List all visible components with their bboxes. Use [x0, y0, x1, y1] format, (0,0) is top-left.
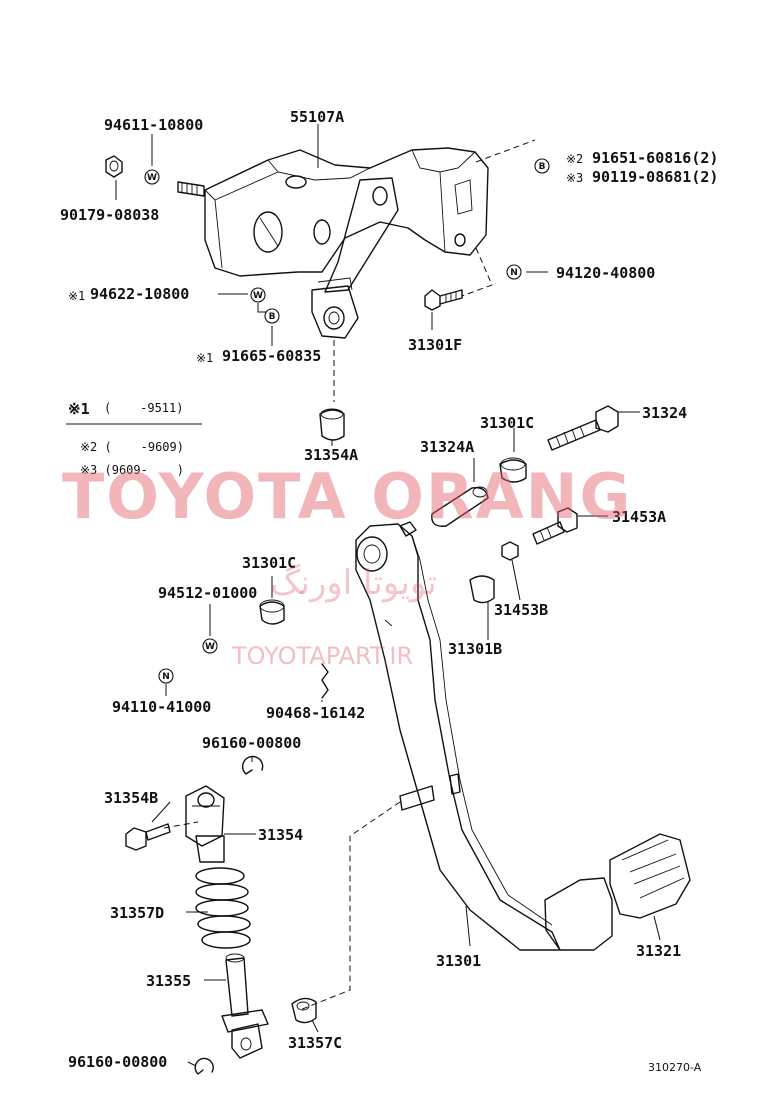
svg-text:B: B: [269, 312, 276, 322]
svg-text:B: B: [539, 162, 546, 172]
pedal-pad-31321: [609, 833, 691, 919]
svg-text:W: W: [253, 291, 263, 301]
label-31321: 31321: [636, 942, 681, 960]
bolt-31324: [547, 405, 619, 451]
part-labels: 55107A 94611-10800 90179-08038 ※2 91651-…: [60, 108, 718, 1071]
label-94512-01000: 94512-01000: [158, 584, 257, 602]
mark-1a: ※1: [68, 289, 85, 303]
label-90179-08038: 90179-08038: [60, 206, 159, 224]
watermark-persian: تویوتا اورنگ: [270, 563, 437, 603]
bolt-31453A: [532, 507, 578, 545]
applicability-notes: ※1 ( -9511) ※2 ( -9609) ※3 (9609- ): [66, 400, 202, 477]
clip-96160-bottom: [194, 1057, 214, 1075]
bushing-31301B: [469, 575, 495, 604]
svg-text:W: W: [147, 173, 157, 183]
leader-lines: [115, 124, 661, 1067]
label-31301F: 31301F: [408, 336, 462, 354]
label-31355: 31355: [146, 972, 191, 990]
label-90468-16142: 90468-16142: [266, 704, 365, 722]
label-90119-08681: 90119-08681(2): [592, 168, 718, 186]
clip-96160-top: [241, 755, 264, 775]
label-31357C: 31357C: [288, 1034, 342, 1052]
label-31301: 31301: [436, 952, 481, 970]
label-91665-60835: 91665-60835: [222, 347, 321, 365]
pedal-support-bracket: [177, 147, 489, 339]
svg-text:N: N: [510, 268, 518, 278]
spring-31357D: [195, 867, 251, 949]
bolt-31301F: [424, 289, 463, 311]
label-31301B: 31301B: [448, 640, 502, 658]
bushing-31357C: [291, 997, 317, 1024]
watermark-main: TOYOTA ORANG: [62, 460, 632, 533]
nut-symbol-94110: N: [158, 668, 174, 684]
clevis-31354: [185, 785, 225, 863]
nut-31453B: [501, 541, 519, 561]
note-1-mark: ※1: [68, 400, 90, 418]
label-31354: 31354: [258, 826, 303, 844]
clip-90468: [321, 663, 329, 699]
label-94622-10800: 94622-10800: [90, 285, 189, 303]
bushing-31301C-mid: [259, 599, 285, 625]
label-31301C-top: 31301C: [480, 414, 534, 432]
bolt-symbol-91665: B: [264, 308, 280, 324]
washer-symbol-94512: W: [202, 638, 218, 654]
label-31324: 31324: [642, 404, 687, 422]
bushing-31301C-top: [499, 457, 527, 483]
label-94110-41000: 94110-41000: [112, 698, 211, 716]
svg-text:W: W: [205, 642, 215, 652]
label-31357D: 31357D: [110, 904, 164, 922]
label-31301C-mid: 31301C: [242, 554, 296, 572]
label-31354A: 31354A: [304, 446, 358, 464]
label-91651-60816: 91651-60816(2): [592, 149, 718, 167]
collar-31324A: [431, 486, 489, 527]
pin-31354B: [125, 823, 171, 851]
brake-pedal-arm: [355, 521, 613, 951]
svg-text:N: N: [162, 672, 170, 682]
label-31453B: 31453B: [494, 601, 548, 619]
rod-31355: [221, 953, 269, 1059]
washer-symbol-94622: W: [250, 287, 266, 303]
label-96160-00800-bottom: 96160-00800: [68, 1053, 167, 1071]
label-31453A: 31453A: [612, 508, 666, 526]
mark-2: ※2: [566, 152, 583, 166]
note-3: ※3 (9609- ): [80, 463, 184, 477]
label-94611-10800: 94611-10800: [104, 116, 203, 134]
watermark-url: TOYOTAPART.IR: [231, 642, 413, 670]
washer-symbol-94611: W: [144, 169, 160, 185]
label-96160-00800-top: 96160-00800: [202, 734, 301, 752]
mark-1b: ※1: [196, 351, 213, 365]
label-31354B: 31354B: [104, 789, 158, 807]
bushing-31354A: [319, 408, 345, 441]
note-2: ※2 ( -9609): [80, 440, 184, 454]
bolt-symbol-91651: B: [534, 158, 550, 174]
diagram-reference-code: 310270-A: [648, 1061, 702, 1074]
label-55107A: 55107A: [290, 108, 344, 126]
label-94120-40800: 94120-40800: [556, 264, 655, 282]
nut-symbol-94120: N: [506, 264, 522, 280]
nut-90179: [105, 155, 123, 178]
watermark: TOYOTA ORANG تویوتا اورنگ TOYOTAPART.IR: [62, 460, 632, 670]
label-31324A: 31324A: [420, 438, 474, 456]
mark-3: ※3: [566, 171, 583, 185]
note-1-range: ( -9511): [104, 401, 183, 415]
